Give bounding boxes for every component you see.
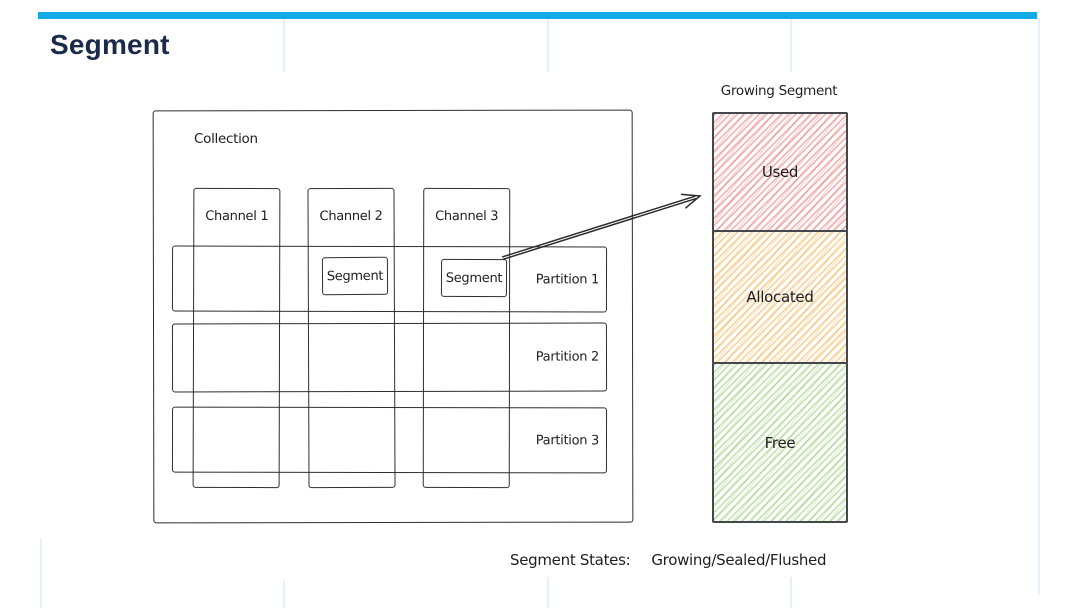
segment-box-channel2: Segment: [321, 256, 389, 296]
segment-label: Segment: [326, 268, 384, 284]
segment-states-caption: Segment States: Growing/Sealed/Flushed: [510, 551, 826, 569]
partition-row-3: Partition 3: [171, 406, 608, 474]
partition-label: Partition 2: [535, 349, 600, 365]
used-label: Used: [761, 163, 799, 181]
allocated-label: Allocated: [746, 288, 814, 306]
guide-line: [283, 580, 285, 608]
partition-row-2: Partition 2: [171, 322, 608, 393]
partition-label: Partition 3: [535, 432, 600, 448]
guide-line: [790, 19, 792, 72]
used-block: Used: [712, 112, 848, 232]
guide-line: [283, 19, 285, 72]
segment-label: Segment: [445, 270, 503, 286]
guide-line: [790, 577, 792, 608]
slide-accent-bar: [38, 12, 1037, 19]
guide-line: [1038, 19, 1040, 595]
free-label: Free: [764, 433, 796, 452]
partition-label: Partition 1: [535, 271, 600, 287]
channel-label: Channel 3: [435, 208, 499, 225]
collection-label: Collection: [194, 131, 258, 147]
channel-label: Channel 1: [205, 208, 269, 225]
channel-label: Channel 2: [319, 208, 383, 225]
free-block: Free: [712, 362, 848, 523]
guide-line: [40, 538, 42, 608]
page-title: Segment: [50, 29, 170, 60]
growing-segment-title: Growing Segment: [720, 83, 838, 99]
caption-label: Segment States:: [510, 551, 631, 569]
caption-value: Growing/Sealed/Flushed: [651, 551, 827, 569]
allocated-block: Allocated: [712, 230, 848, 364]
guide-line: [547, 577, 549, 608]
guide-line: [547, 19, 549, 72]
segment-box-channel3: Segment: [440, 258, 508, 298]
partition-row-1: Partition 1: [171, 245, 608, 313]
